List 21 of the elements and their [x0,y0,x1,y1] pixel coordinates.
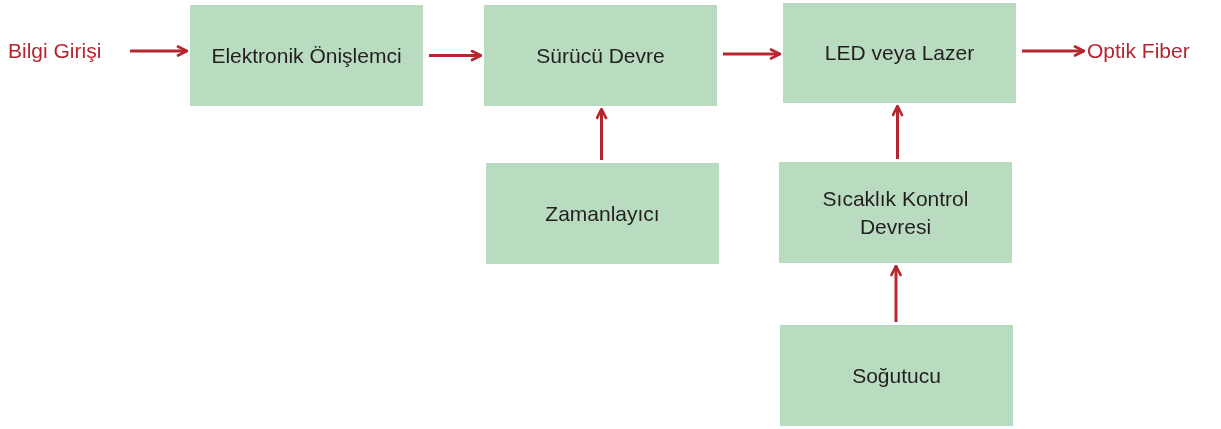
process-box [780,325,1013,426]
box-label: Sıcaklık Kontrol Devresi [821,186,970,240]
box-label: Sürücü Devre [536,42,665,69]
process-box [486,163,719,264]
signal-label: Optik Fiber [1087,39,1190,63]
signal-label: Bilgi Girişi [8,39,102,63]
box-label: Elektronik Önişlemci [211,42,402,69]
box-label: LED veya Lazer [824,40,975,67]
box-label: Soğutucu [852,362,941,389]
process-box [190,5,423,106]
arrow [1022,44,1086,58]
arrow [595,107,608,160]
box-label: Zamanlayıcı [545,200,660,227]
arrow [891,104,904,159]
process-box [783,3,1016,103]
arrow [429,49,483,62]
arrow [723,47,782,61]
process-box [779,162,1012,263]
process-box [484,5,717,106]
arrow [130,44,189,58]
arrow [889,264,903,322]
